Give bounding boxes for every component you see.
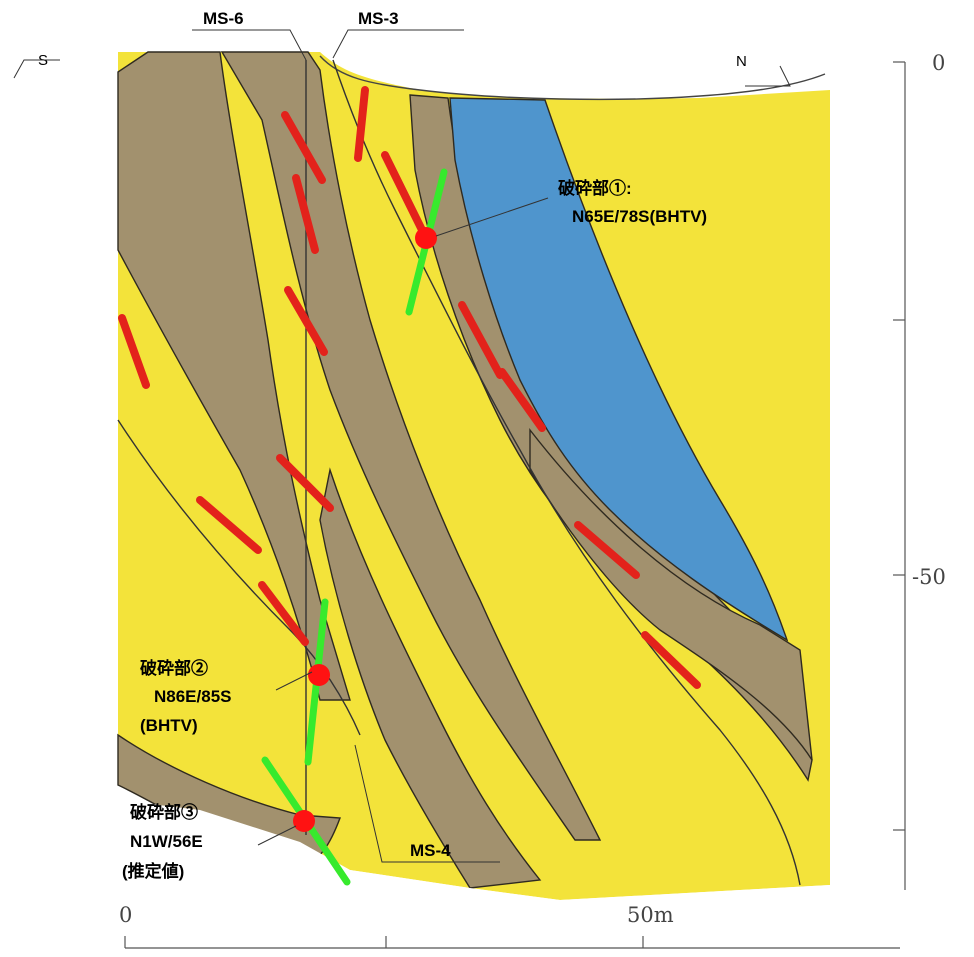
fracture-zone [354,86,369,162]
vertical-scale [893,61,906,890]
borehole-lines [117,59,801,886]
fracture-1-orientation: N65E/78S(BHTV) [572,207,707,226]
fracture-marker-2 [308,664,330,686]
fracture-markers [293,227,437,832]
compass-north-label: N [736,53,747,70]
horizontal-scale [124,936,900,949]
vertical-scale-label-minus50: -50 [912,565,946,589]
compass-south-mark [13,59,60,79]
fracture-zone [258,581,309,646]
fracture-3-orientation: N1W/56E [130,832,203,851]
leader-line-3 [257,825,297,846]
stratum-blue [449,97,789,642]
fracture-zone [381,151,426,234]
strata-group [117,51,860,900]
leader-ms3 [332,29,464,59]
horizontal-scale-label-0: 0 [119,903,132,927]
stratum-brown-4 [529,427,813,761]
leader-ms4 [354,744,500,863]
fracture-zone [196,496,262,554]
leader-ms6 [192,29,307,61]
leader-line-1 [435,197,549,237]
compass-north-mark [745,65,791,87]
fracture-annotation-2: 破砕部② N86E/85S (BHTV) [140,658,232,735]
fracture-marker-1 [415,227,437,249]
label-ms6: MS-6 [203,9,244,28]
fracture-zone [574,521,640,579]
fracture-zone [498,368,546,432]
fracture-zone [641,631,701,689]
compass-north: N [736,53,791,87]
stratum-brown-1 [117,51,351,701]
leader-line-2 [275,671,313,691]
borehole-ms4-line [117,419,361,736]
horizontal-scale-label-50m: 50m [627,903,674,927]
fracture-annotation-3: 破砕部③ N1W/56E (推定値) [122,802,203,881]
fracture-zone [458,301,504,379]
fracture-marker-3 [293,810,315,832]
fracture-zone [118,314,150,389]
ground-surface-cap [300,52,830,99]
ground-surface-line [319,55,826,101]
fracture-3-method: (推定値) [122,861,184,881]
label-ms4: MS-4 [410,841,451,860]
borehole-ms3-line [332,59,801,886]
fracture-2-orientation: N86E/85S [154,687,232,706]
leader-lines [192,29,549,863]
label-ms3: MS-3 [358,9,399,28]
fracture-zone [284,286,328,356]
fracture-annotation-1: 破砕部①: N65E/78S(BHTV) [558,178,707,226]
compass-south: S [13,52,60,79]
fracture-1-title: 破砕部①: [558,178,632,198]
fracture-3-title: 破砕部③ [130,802,198,822]
fracture-2-method: (BHTV) [140,716,198,735]
vertical-scale-label-0: 0 [932,51,945,75]
fracture-zones [118,86,701,689]
fracture-2-title: 破砕部② [140,658,208,678]
fracture-zone [292,174,319,254]
bottom-surface-cap [118,800,860,900]
fracture-zone [276,454,334,512]
stratum-brown-5 [319,467,542,889]
fracture-zone [281,111,326,184]
